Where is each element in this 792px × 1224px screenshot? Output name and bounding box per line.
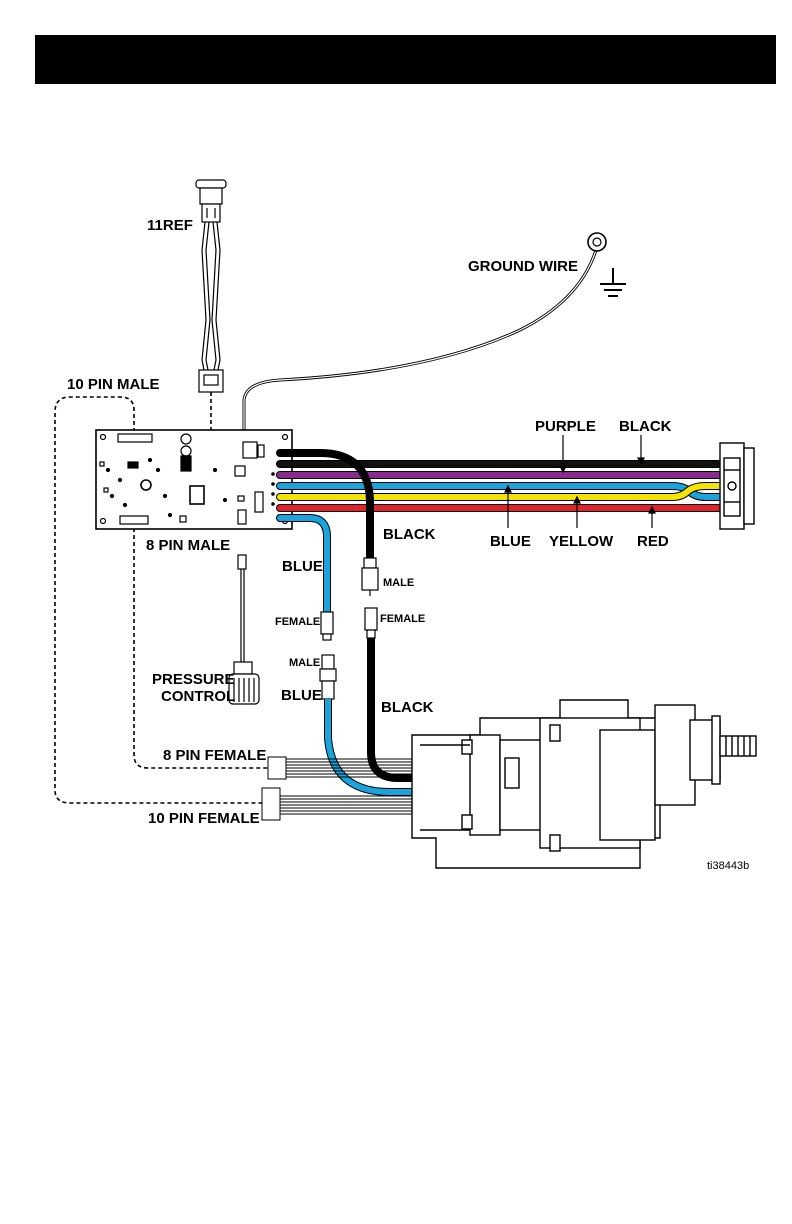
black-female-connector xyxy=(365,608,377,638)
label-black-mid: BLACK xyxy=(383,526,436,543)
label-10-pin-female: 10 PIN FEMALE xyxy=(148,810,260,827)
label-male-blue: MALE xyxy=(289,657,320,669)
label-ground-wire: GROUND WIRE xyxy=(468,258,578,275)
label-black-low: BLACK xyxy=(381,699,434,716)
label-10-pin-male: 10 PIN MALE xyxy=(67,376,160,393)
label-blue-right: BLUE xyxy=(490,533,531,550)
label-8-pin-female: 8 PIN FEMALE xyxy=(163,747,266,764)
label-figure-id: ti38443b xyxy=(707,860,749,872)
label-control: CONTROL xyxy=(161,688,235,705)
label-blue-lower: BLUE xyxy=(281,687,322,704)
label-blue-upper: BLUE xyxy=(282,558,323,575)
label-female-black: FEMALE xyxy=(380,613,425,625)
circuit-board xyxy=(96,430,292,529)
label-male-black: MALE xyxy=(383,577,414,589)
harness-end-connector xyxy=(720,443,754,529)
label-red: RED xyxy=(637,533,669,550)
blue-male-connector xyxy=(320,655,336,699)
blue-female-connector xyxy=(321,612,333,640)
pin8-dashed-route xyxy=(134,528,268,768)
label-pressure: PRESSURE xyxy=(152,671,235,688)
ref-11-connector xyxy=(196,180,226,392)
motor-assembly xyxy=(412,700,756,868)
label-11ref: 11REF xyxy=(147,217,193,234)
label-female-blue: FEMALE xyxy=(275,616,320,628)
label-black-top: BLACK xyxy=(619,418,672,435)
black-male-connector xyxy=(362,558,378,596)
label-purple: PURPLE xyxy=(535,418,596,435)
label-yellow: YELLOW xyxy=(549,533,614,550)
wire-callout-arrows xyxy=(505,435,655,528)
ground-symbol-icon xyxy=(600,268,626,296)
label-8-pin-male: 8 PIN MALE xyxy=(146,537,230,554)
